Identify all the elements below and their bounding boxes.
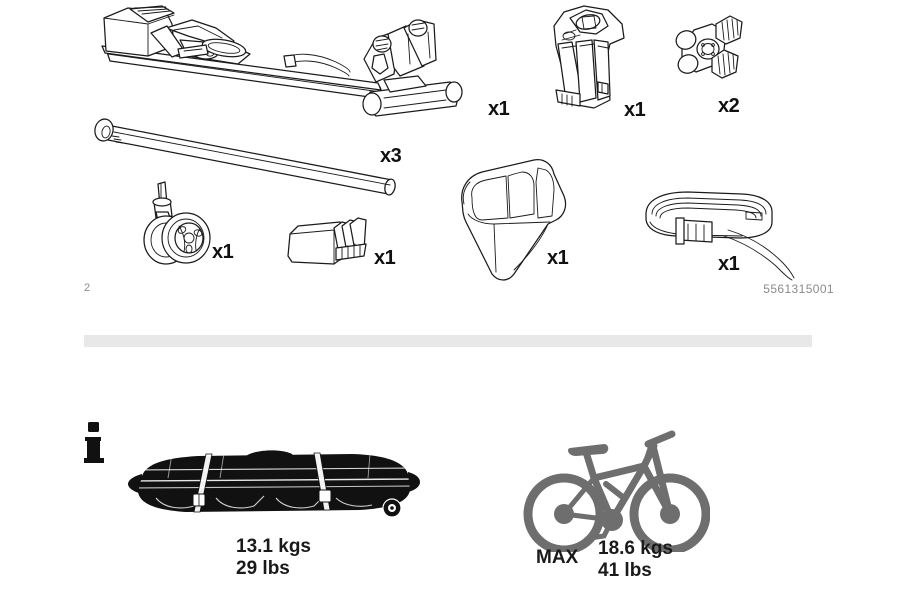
quantity-securing-strap: x1 [718,253,740,275]
section-divider [84,335,812,347]
wheel-holder-icon [553,5,625,109]
parts-list-section: x1 x1 [84,4,834,296]
part-clamp-knob-pair: x2 [668,14,748,116]
part-support-tube: x3 [92,118,422,200]
max-load-lbs: 41 lbs [598,560,652,582]
product-weight-lbs: 29 lbs [236,558,290,580]
part-wheel-holder-bracket: x1 [536,4,646,120]
page-number: 2 [84,282,91,294]
caster-wheel-icon [143,181,211,265]
info-icon [84,422,106,464]
clamp-knob-icon [675,15,743,79]
part-rubber-pad-set: x1 [284,214,396,274]
rubber-pad-icon [287,217,367,265]
quantity-wheel-holder-bracket: x1 [624,99,646,121]
quantity-main-rail-assembly: x1 [488,98,510,120]
max-load-value: 18.6 kgs 41 lbs [598,538,673,582]
tube-rod-icon [94,118,396,196]
part-lock-caster-wheel: x1 [132,178,234,278]
packed-carrier-icon [120,448,420,520]
quantity-support-tube: x3 [380,145,402,167]
quantity-clamp-knob-pair: x2 [718,95,740,117]
part-frame-protector-cover: x1 [452,158,602,284]
product-weight-kgs: 13.1 kgs [236,536,311,557]
protector-cover-icon [461,158,567,281]
strap-icon [645,191,795,281]
rail-assembly-icon [101,5,463,117]
max-label: MAX [536,547,579,568]
quantity-rubber-pad-set: x1 [374,247,396,269]
bicycle-icon [520,422,710,552]
quantity-frame-protector-cover: x1 [547,247,569,269]
part-main-rail-assembly: x1 [88,4,510,124]
document-code: 5561315001 [763,282,834,296]
quantity-lock-caster-wheel: x1 [212,241,234,263]
part-securing-strap: x1 [632,186,802,282]
specifications-section: 13.1 kgs 29 lbs [0,350,900,600]
product-weight-value: 13.1 kgs 29 lbs [236,536,311,580]
max-load-kgs: 18.6 kgs [598,538,673,559]
